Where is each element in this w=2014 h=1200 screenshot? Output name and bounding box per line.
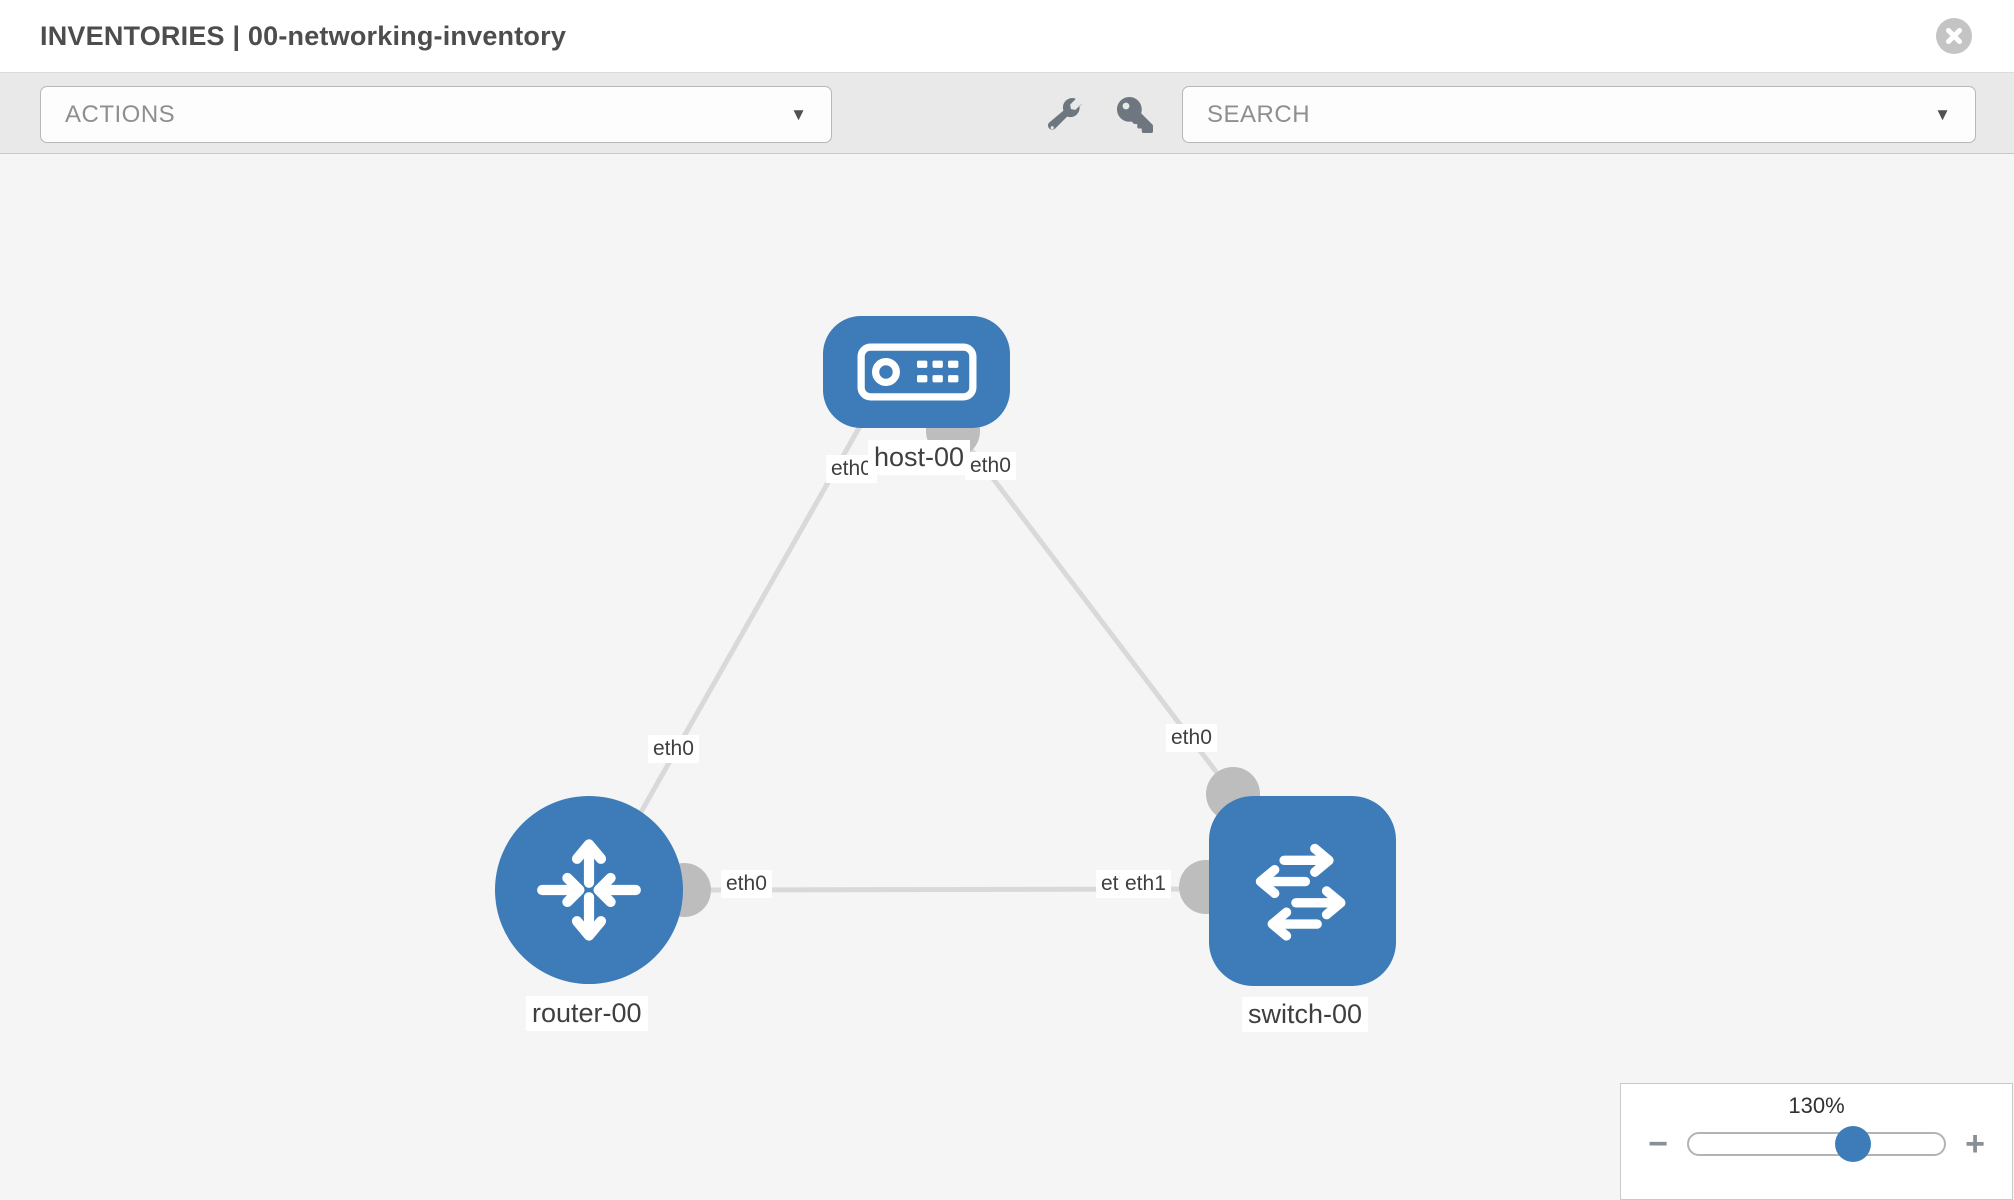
server-icon (857, 343, 976, 401)
minus-icon: − (1648, 1125, 1668, 1163)
node-label-router: router-00 (526, 996, 648, 1031)
switch-icon (1255, 843, 1345, 941)
interface-label: eth0 (721, 870, 772, 898)
topology-canvas[interactable]: eth0 eth0 eth0 eth0 eth0 eth0 eth1 host-… (0, 154, 2014, 1200)
toolbar: ACTIONS ▼ SEARCH ▼ (0, 72, 2014, 154)
wrench-icon (1048, 98, 1082, 130)
search-dropdown[interactable]: SEARCH ▼ (1182, 86, 1976, 143)
close-button[interactable] (1936, 18, 1972, 54)
node-label-host: host-00 (868, 440, 971, 475)
search-input-placeholder: SEARCH (1207, 100, 1311, 128)
zoom-slider-thumb[interactable] (1835, 1126, 1872, 1162)
node-router-00[interactable] (495, 796, 683, 984)
page-title: INVENTORIES | 00-networking-inventory (40, 21, 567, 51)
caret-down-icon: ▼ (790, 104, 807, 124)
close-icon (1946, 28, 1962, 44)
node-label-switch: switch-00 (1242, 997, 1369, 1032)
actions-dropdown[interactable]: ACTIONS ▼ (40, 86, 832, 143)
zoom-in-button[interactable]: + (1960, 1125, 1990, 1163)
zoom-control-panel: 130% − + (1620, 1083, 2013, 1200)
interface-label: eth1 (1120, 870, 1171, 898)
actions-dropdown-label: ACTIONS (65, 100, 176, 128)
zoom-level: 130% (1788, 1093, 1845, 1118)
interface-label: eth0 (965, 452, 1016, 480)
node-switch-00[interactable] (1209, 796, 1396, 986)
zoom-slider[interactable] (1687, 1126, 1946, 1162)
zoom-out-button[interactable]: − (1643, 1125, 1673, 1163)
interface-label: eth0 (1166, 724, 1217, 752)
plus-icon: + (1965, 1125, 1985, 1163)
router-icon (537, 839, 641, 941)
node-host-00[interactable] (823, 316, 1010, 428)
links-layer (587, 404, 1260, 917)
header: INVENTORIES | 00-networking-inventory (0, 0, 2014, 72)
key-button[interactable] (1112, 92, 1158, 138)
caret-down-icon: ▼ (1934, 104, 1951, 124)
interface-label: eth0 (648, 735, 699, 763)
key-icon (1117, 97, 1153, 133)
wrench-button[interactable] (1042, 92, 1088, 138)
